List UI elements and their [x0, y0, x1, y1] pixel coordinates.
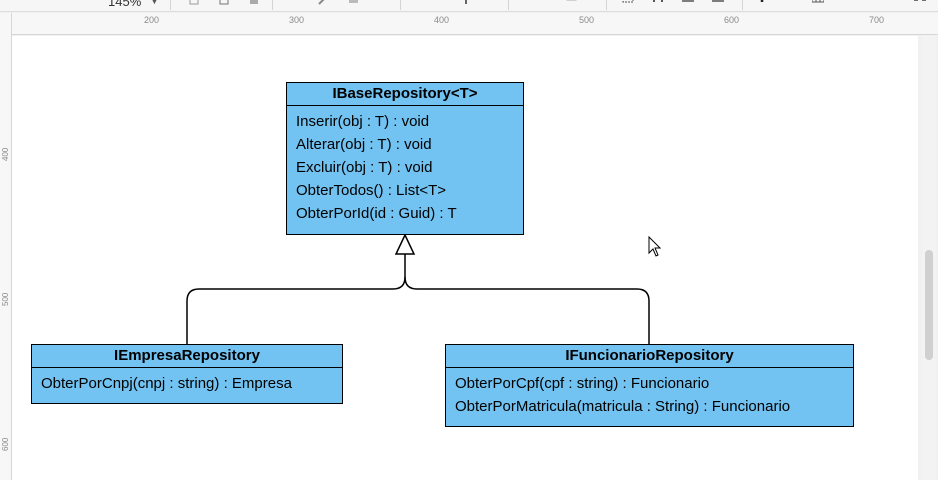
copy-icon[interactable] — [188, 0, 200, 6]
zoom-level[interactable]: 145% — [108, 0, 142, 9]
operation: Excluir(obj : T) : void — [296, 159, 433, 176]
ruler-label: 700 — [869, 15, 885, 25]
toolbar-divider — [170, 0, 171, 10]
class-name: IBaseRepository<T> — [287, 83, 523, 106]
ruler-label: 600 — [724, 15, 740, 25]
insert-plus-icon[interactable] — [756, 0, 768, 6]
toolbar-divider — [606, 0, 607, 10]
class-iempresarepository[interactable]: IEmpresaRepository ObterPorCnpj(cnpj : s… — [31, 344, 343, 404]
distribute-icon[interactable] — [682, 0, 694, 6]
ruler-label: 400 — [434, 15, 450, 25]
generalization-arrowhead — [394, 233, 416, 255]
operation: ObterTodos() : List<T> — [296, 182, 447, 199]
ruler-label: 200 — [144, 15, 160, 25]
scrollbar-thumb[interactable] — [925, 250, 933, 360]
toolbar-divider — [272, 0, 273, 10]
class-name: IEmpresaRepository — [32, 345, 342, 368]
operations-compartment: Inserir(obj : T) : void Alterar(obj : T)… — [287, 106, 523, 229]
toolbar: 145% ▼ — [0, 0, 938, 12]
connector-empresa — [186, 254, 406, 345]
horizontal-ruler: 200 300 400 500 600 700 — [12, 13, 938, 35]
operation: ObterPorId(id : Guid) : T — [296, 205, 457, 222]
vertical-ruler: 400 500 600 — [0, 13, 12, 480]
vertical-scrollbar[interactable] — [922, 36, 936, 480]
class-name: IFuncionarioRepository — [446, 345, 853, 368]
operation: ObterPorCpf(cpf : string) : Funcionario — [455, 375, 710, 392]
group-icon[interactable] — [622, 0, 634, 6]
toolbar-divider — [742, 0, 743, 10]
class-ibaserepository[interactable]: IBaseRepository<T> Inserir(obj : T) : vo… — [286, 82, 524, 235]
ruler-label: 500 — [579, 15, 595, 25]
class-ifuncionariorepository[interactable]: IFuncionarioRepository ObterPorCpf(cpf :… — [445, 344, 854, 427]
operation: ObterPorCnpj(cnpj : string) : Empresa — [41, 375, 292, 392]
line-color-icon[interactable] — [318, 0, 330, 6]
mouse-cursor-icon — [648, 236, 662, 257]
delete-icon[interactable] — [248, 0, 260, 6]
operations-compartment: ObterPorCnpj(cnpj : string) : Empresa — [32, 368, 342, 399]
operation: Inserir(obj : T) : void — [296, 113, 430, 130]
toolbar-divider — [400, 0, 401, 10]
connector-funcionario — [404, 276, 650, 345]
zoom-chevron-down-icon[interactable]: ▼ — [150, 0, 159, 6]
operation: ObterPorMatricula(matricula : String) : … — [455, 398, 791, 415]
waypoints-icon[interactable] — [464, 0, 476, 6]
operations-compartment: ObterPorCpf(cpf : string) : Funcionario … — [446, 368, 853, 422]
operation: Alterar(obj : T) : void — [296, 136, 432, 153]
ruler-label: 300 — [289, 15, 305, 25]
paste-icon[interactable] — [218, 0, 230, 6]
shadow-icon[interactable] — [348, 0, 360, 6]
toolbar-divider — [508, 0, 509, 10]
flip-icon[interactable] — [712, 0, 724, 6]
table-icon[interactable] — [812, 0, 824, 6]
align-icon[interactable] — [652, 0, 664, 6]
